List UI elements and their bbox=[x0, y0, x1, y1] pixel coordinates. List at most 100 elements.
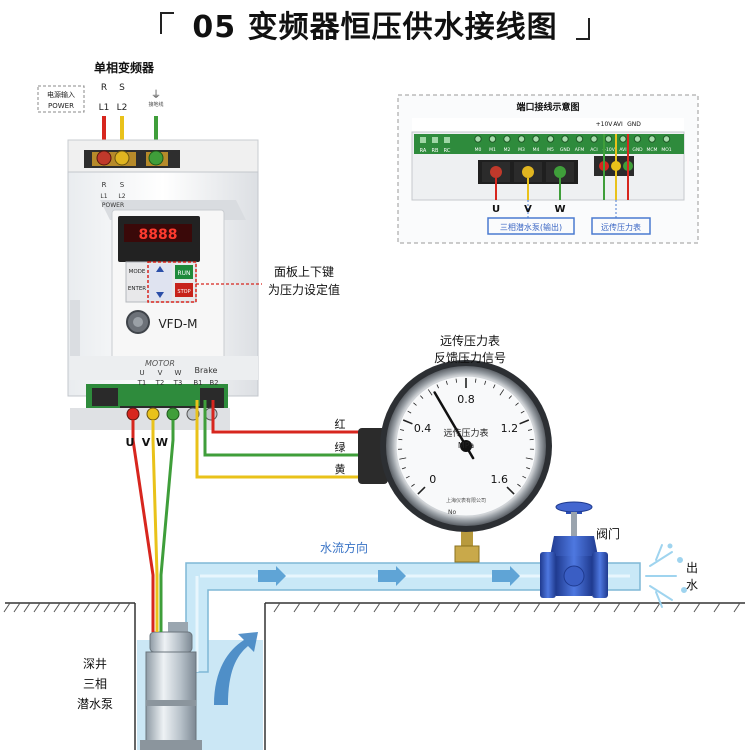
inset-pin-label-5: M5 bbox=[547, 147, 554, 153]
wire-yellow-label: 黄 bbox=[335, 462, 346, 476]
gauge-tick bbox=[493, 384, 496, 389]
gauge-tick-label-0: 0 bbox=[429, 473, 436, 486]
gauge-name: 远传压力表 bbox=[443, 427, 488, 439]
wire-red-label: 红 bbox=[335, 418, 346, 431]
wire-u-red bbox=[131, 420, 155, 632]
inset-pin-label-10: AVI bbox=[619, 147, 626, 153]
pump-label-line3: 潜水泵 bbox=[77, 697, 113, 711]
gauge-tick bbox=[526, 467, 531, 470]
power-input-label: 电源输入 bbox=[47, 90, 75, 99]
power-input-en: POWER bbox=[48, 102, 74, 110]
terminal-l2-label: L2 bbox=[117, 103, 128, 113]
gauge-serial: No bbox=[448, 509, 456, 516]
b2-label: B2 bbox=[209, 379, 218, 387]
stop-button[interactable]: STOP bbox=[177, 289, 190, 295]
gauge-tick bbox=[427, 389, 433, 396]
flow-arrows bbox=[258, 566, 520, 586]
inset-pin-label-7: AFM bbox=[575, 147, 585, 153]
gauge-annotation-line2: 反馈压力信号 bbox=[434, 351, 506, 365]
gauge-tick bbox=[455, 378, 458, 383]
gauge-tick bbox=[411, 483, 415, 487]
gauge-tick bbox=[399, 429, 405, 431]
inset-pin-6 bbox=[561, 135, 569, 143]
gauge-tick bbox=[525, 457, 533, 460]
gauge-tick bbox=[413, 402, 417, 406]
uvw-w-label: W bbox=[156, 436, 168, 449]
panel-keys-highlight bbox=[147, 261, 197, 303]
inset-v: V bbox=[524, 204, 532, 215]
enter-button[interactable]: ENTER bbox=[128, 286, 146, 292]
wire-feedback-green bbox=[203, 400, 362, 457]
ground-line bbox=[3, 602, 745, 613]
terminal-l1-label: L1 bbox=[99, 103, 110, 113]
out-u-label: U bbox=[139, 369, 144, 377]
pump-label-line2: 三相 bbox=[83, 677, 107, 691]
gauge-tick-label-2: 0.8 bbox=[457, 393, 475, 406]
inset-pin-2 bbox=[503, 135, 511, 143]
inset-top-label-gnd: GND bbox=[627, 121, 641, 128]
terminal-screws bbox=[96, 150, 218, 421]
out-t1-label: T1 bbox=[137, 379, 147, 387]
submersible-pump bbox=[140, 622, 202, 750]
led-display: 8888 bbox=[139, 227, 178, 243]
gauge-tick bbox=[484, 380, 487, 385]
inset-pin-9 bbox=[604, 135, 613, 143]
gauge-tick bbox=[407, 410, 412, 414]
body-power-label: POWER bbox=[102, 202, 124, 209]
inset-pin-12 bbox=[648, 135, 656, 143]
inset-title: 端口接线示意图 bbox=[516, 101, 579, 113]
gauge-tick bbox=[508, 395, 512, 399]
uvw-u-label: U bbox=[126, 436, 135, 449]
mode-button[interactable]: MODE bbox=[129, 269, 146, 275]
water-splash-icon bbox=[645, 543, 687, 608]
wire-green-label: 绿 bbox=[335, 440, 346, 454]
power-input-box bbox=[37, 85, 85, 113]
vfd-heading: 单相变频器 bbox=[94, 60, 155, 75]
vfd-model: VFD-M bbox=[158, 317, 197, 331]
wire-v-yellow bbox=[151, 420, 159, 632]
terminal-s-label: S bbox=[119, 83, 125, 93]
gauge-tick-label-4: 1.6 bbox=[490, 473, 508, 486]
run-button[interactable]: RUN bbox=[177, 270, 190, 277]
panel-keys-line1: 面板上下键 bbox=[274, 265, 334, 279]
inset-pin-11 bbox=[633, 135, 642, 143]
gauge-tick-label-1: 0.4 bbox=[414, 422, 432, 435]
inset-left-ra: RA bbox=[420, 148, 427, 154]
gauge-annotation-line1: 远传压力表 bbox=[440, 333, 500, 348]
gauge-unit: MPa bbox=[458, 441, 474, 450]
gauge-tick bbox=[445, 380, 448, 385]
inset-w: W bbox=[554, 204, 565, 215]
gauge-tick bbox=[405, 475, 410, 479]
inset-pin-label-1: M1 bbox=[489, 147, 496, 153]
gauge-tick bbox=[520, 410, 525, 414]
inset-pin-8 bbox=[590, 135, 598, 143]
inset-gauge-label: 远传压力表 bbox=[601, 222, 641, 232]
gauge-tick bbox=[522, 475, 527, 479]
wire-feedback-yellow bbox=[195, 400, 362, 479]
gauge-tick-marks bbox=[398, 378, 534, 495]
vfd-brand: MOTOR bbox=[145, 359, 175, 368]
upflow-arrow-icon bbox=[214, 632, 258, 705]
pipe-tee bbox=[454, 545, 480, 563]
gauge-tick bbox=[519, 419, 530, 425]
out-t3-label: T3 bbox=[173, 379, 183, 387]
body-l2-label: L2 bbox=[118, 193, 125, 200]
brake-label: Brake bbox=[195, 366, 218, 375]
gauge-tick bbox=[402, 419, 413, 425]
inset-pin-label-8: ACI bbox=[590, 147, 597, 153]
inset-pin-label-6: GND bbox=[560, 147, 571, 153]
body-l1-label: L1 bbox=[100, 193, 107, 200]
out-w-label: W bbox=[175, 369, 182, 377]
gauge-tick bbox=[436, 384, 439, 389]
inset-pump-label: 三相潜水泵(输出) bbox=[500, 222, 562, 232]
title-bracket-right bbox=[576, 18, 590, 40]
b1-label: B1 bbox=[193, 379, 202, 387]
inset-pin-label-12: MCM bbox=[647, 147, 658, 153]
inset-pin-10 bbox=[619, 135, 627, 143]
panel-keys-line2: 为压力设定值 bbox=[268, 282, 340, 297]
inset-pin-4 bbox=[532, 135, 540, 143]
gauge-tick bbox=[401, 467, 406, 470]
